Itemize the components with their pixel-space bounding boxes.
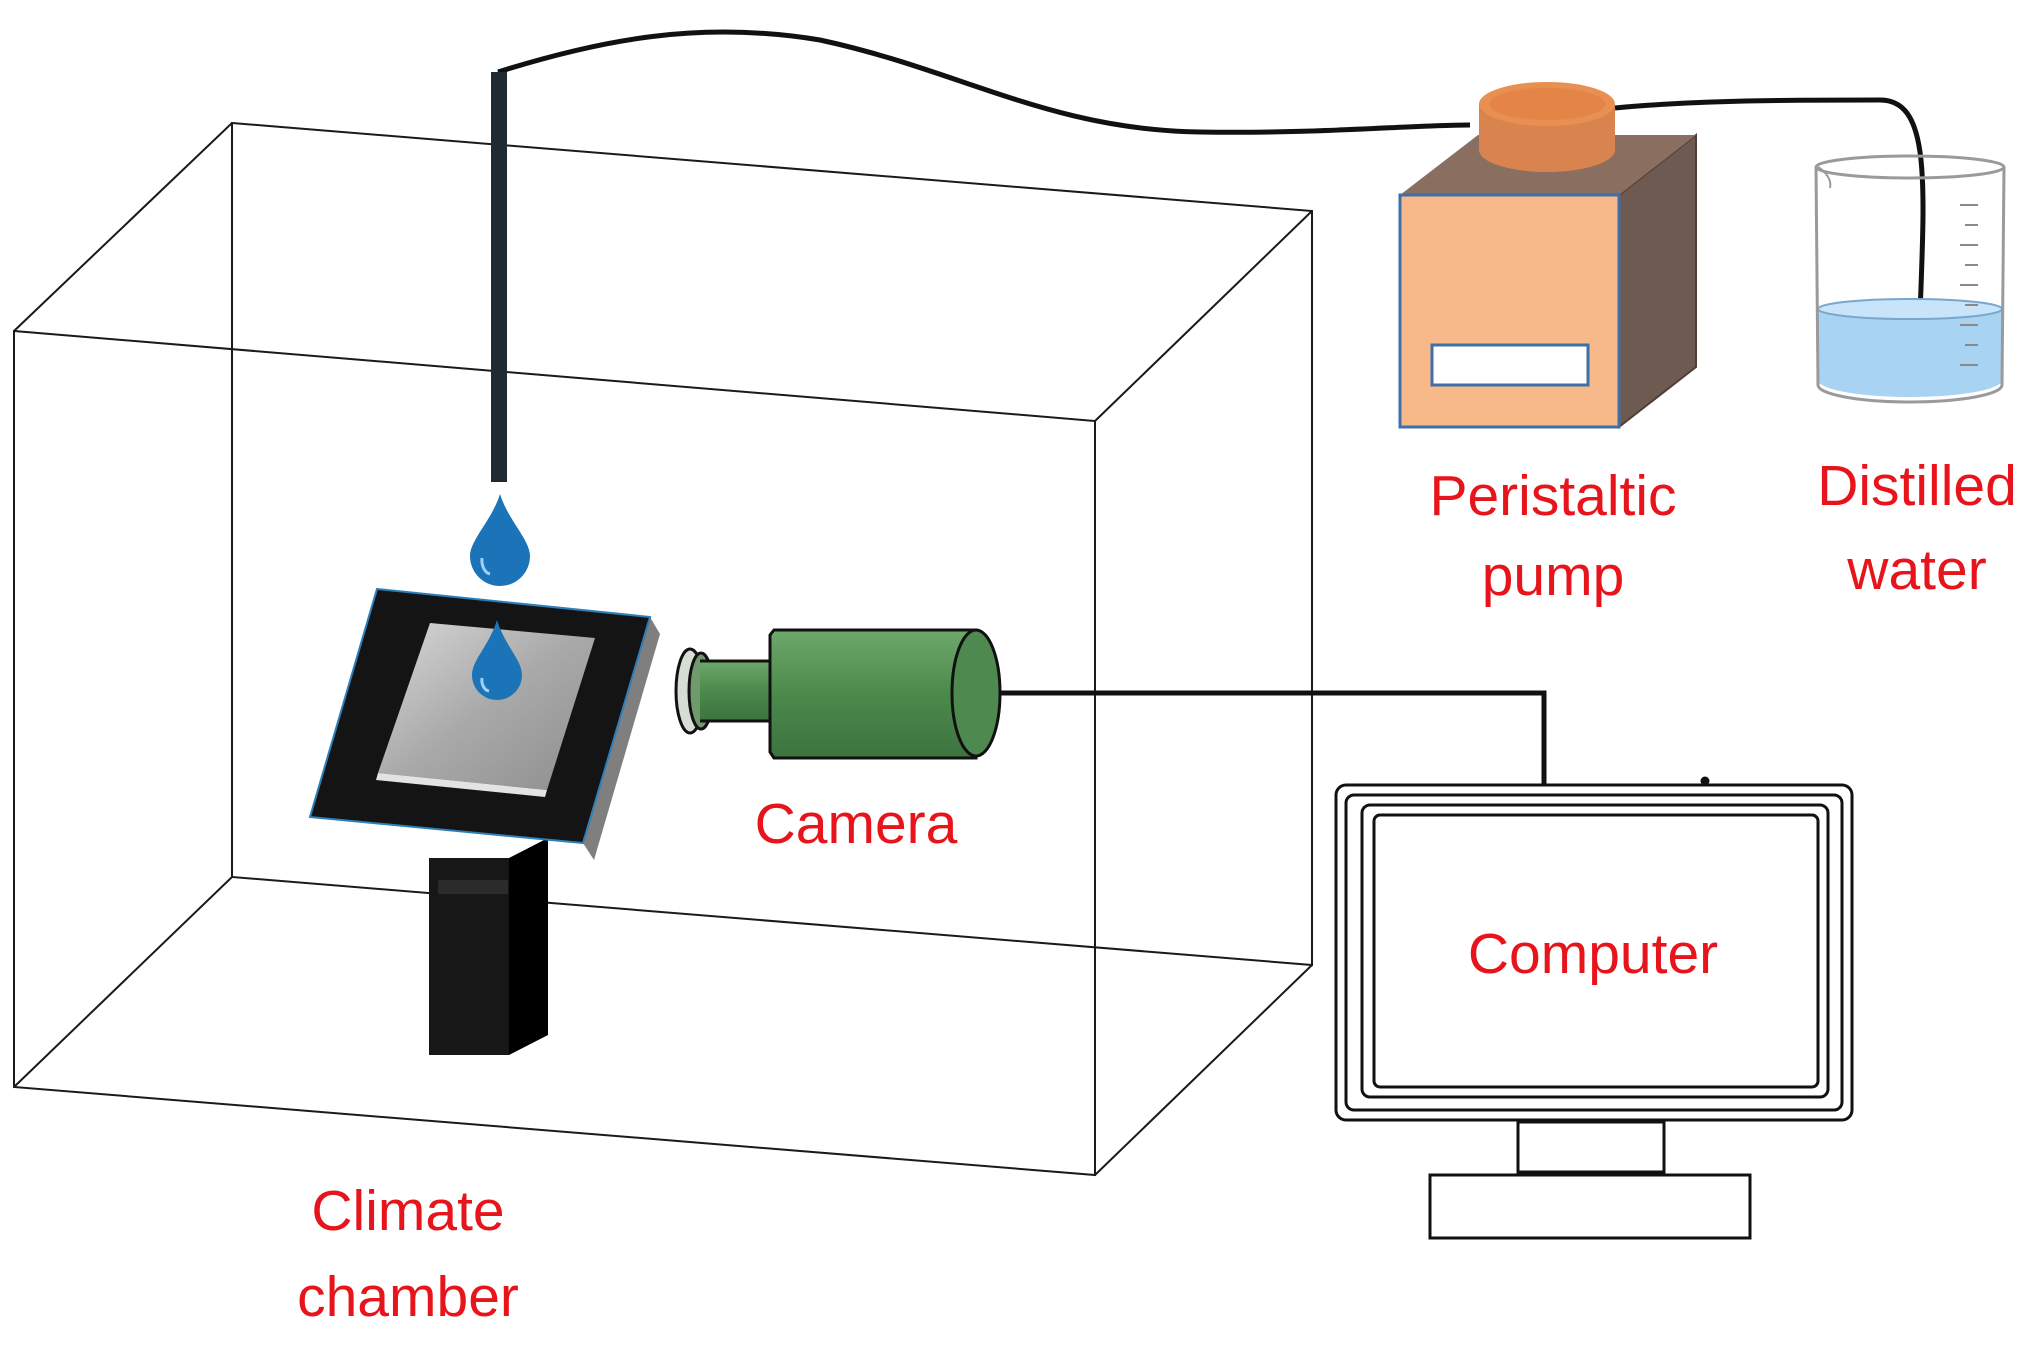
sessile-droplet-icon <box>472 620 522 700</box>
water-tubing <box>1614 97 1926 315</box>
pump-tubing <box>497 29 1471 135</box>
climate-chamber-label-line2: chamber <box>297 1265 519 1329</box>
computer-monitor-icon <box>1334 776 1854 1240</box>
computer-label: Computer <box>1468 922 1718 986</box>
peristaltic-pump-icon <box>1398 82 1697 430</box>
falling-droplet-icon <box>470 494 530 586</box>
distilled-water-label-line2: water <box>1846 538 1986 602</box>
climate-chamber-label-line1: Climate <box>311 1179 504 1243</box>
peristaltic-pump-label-line1: Peristaltic <box>1429 464 1676 528</box>
climate-chamber-box <box>13 121 1313 1177</box>
camera-icon <box>674 628 1002 760</box>
distilled-water-label-line1: Distilled <box>1817 454 2017 518</box>
peristaltic-pump-label-line2: pump <box>1482 544 1625 608</box>
camera-label: Camera <box>755 792 958 856</box>
sample-plate <box>378 623 595 790</box>
dispensing-needle <box>491 72 507 482</box>
beaker-icon <box>1814 154 2006 404</box>
sample-stage <box>308 587 660 1055</box>
camera-cable <box>1000 690 1547 786</box>
